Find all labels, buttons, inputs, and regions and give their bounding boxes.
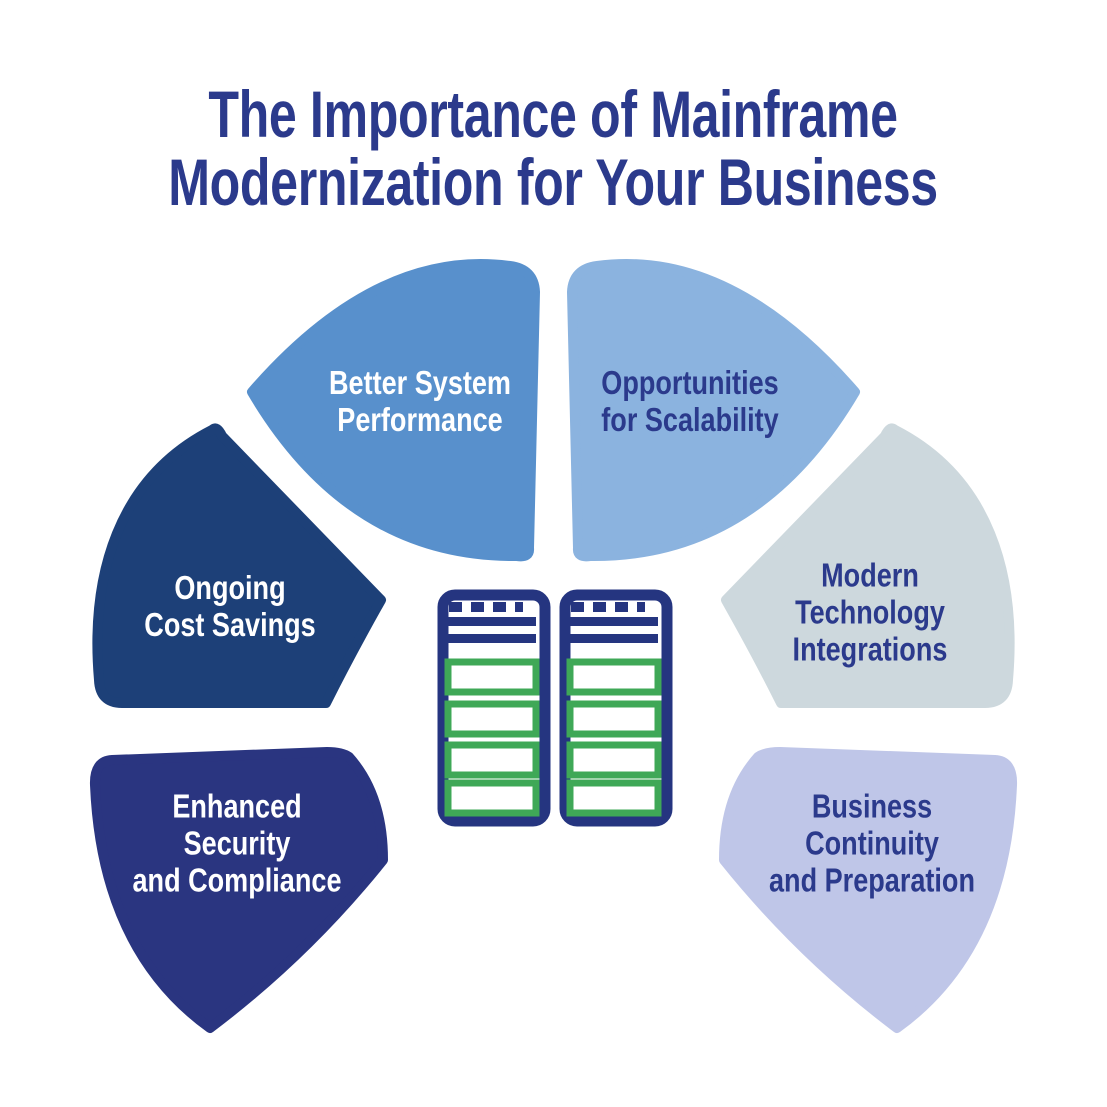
segment-label-opportunities-for-scalability: Opportunities for Scalability xyxy=(601,364,779,438)
segment-label-better-system-performance: Better System Performance xyxy=(329,364,511,438)
segment-shape-enhanced-security-and-compliance xyxy=(89,747,388,1033)
segment-label-modern-technology-integrations: Modern Technology Integrations xyxy=(792,556,948,668)
segment-shape-better-system-performance xyxy=(247,259,540,562)
segment-label-enhanced-security-and-compliance: Enhanced Security and Compliance xyxy=(132,787,342,899)
segment-shape-opportunities-for-scalability xyxy=(567,259,860,562)
segment-label-ongoing-cost-savings: Ongoing Cost Savings xyxy=(144,569,316,643)
server-rack-left-icon xyxy=(443,595,545,821)
page-title: The Importance of Mainframe Modernizatio… xyxy=(168,77,938,219)
server-rack-right-icon xyxy=(565,595,667,821)
segment-shape-ongoing-cost-savings xyxy=(92,423,386,708)
segment-shape-business-continuity-and-preparation xyxy=(719,747,1018,1033)
segment-shape-modern-technology-integrations xyxy=(721,423,1015,708)
segment-label-business-continuity-and-preparation: Business Continuity and Preparation xyxy=(768,787,975,899)
